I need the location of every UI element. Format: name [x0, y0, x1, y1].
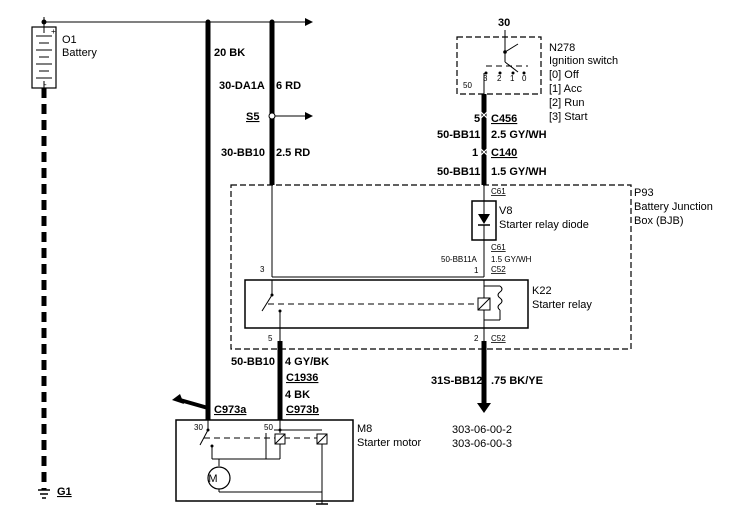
- battery-plus-label: +: [51, 27, 56, 36]
- relay-coil-icon: [477, 280, 503, 328]
- c973a-branch: [179, 398, 209, 410]
- starter-motor-color: 4 BK: [285, 389, 310, 401]
- c140-label: C140: [491, 147, 517, 159]
- ign-color-1: 2.5 GY/WH: [491, 129, 547, 141]
- ign-pin-0: 0: [522, 74, 527, 83]
- c456-pin: 5: [474, 113, 480, 125]
- c61-bottom-label: C61: [491, 243, 506, 252]
- battery-symbol: [31, 26, 57, 89]
- c61-top-label: C61: [491, 187, 506, 196]
- starter-pin-30: 30: [194, 423, 203, 432]
- ref-1: 303-06-00-2: [452, 424, 512, 436]
- starter-internal-symbol: [199, 420, 328, 505]
- c456-label: C456: [491, 113, 517, 125]
- relay-pin-2: 2: [474, 334, 479, 343]
- ign-pin-2: 2: [497, 74, 502, 83]
- battery-minus-label: -: [44, 80, 47, 89]
- ground-id: G1: [57, 486, 72, 498]
- ground-icon: [38, 489, 50, 499]
- motor-symbol: M: [208, 473, 217, 485]
- bjb-name-1: Battery Junction: [634, 201, 713, 213]
- ref-2: 303-06-00-3: [452, 438, 512, 450]
- splice-arrow-icon: [305, 112, 313, 120]
- relay-contact-symbol: [261, 280, 478, 328]
- starter-id: M8: [357, 423, 372, 435]
- diode-out-color: 1.5 GY/WH: [491, 255, 532, 264]
- ign-pos-1: [1] Acc: [549, 83, 583, 95]
- bjb-box: [230, 184, 632, 350]
- battery-id: O1: [62, 34, 77, 46]
- ign-pos-0: [0] Off: [549, 69, 580, 81]
- ign-pin-50: 50: [463, 81, 472, 90]
- feed-a-color: 6 RD: [276, 80, 301, 92]
- ign-color-2: 1.5 GY/WH: [491, 166, 547, 178]
- feed-b-circuit: 30-BB10: [221, 147, 265, 159]
- starter-circuit: 50-BB10: [231, 356, 275, 368]
- ignition-switch-box: [456, 36, 542, 95]
- diode-name: Starter relay diode: [499, 219, 589, 231]
- top-bus-arrow-icon: [305, 18, 313, 26]
- relay-name: Starter relay: [532, 299, 592, 311]
- connector-c140-icon: [479, 147, 489, 157]
- ign-id: N278: [549, 42, 575, 54]
- c140-pin: 1: [472, 147, 478, 159]
- main-feed-label: 20 BK: [214, 47, 245, 59]
- diode-out-circuit: 50-BB11A: [441, 255, 478, 264]
- relay-id: K22: [532, 285, 552, 297]
- bottom-color: .75 BK/YE: [491, 375, 543, 387]
- starter-motor-box: [175, 419, 354, 502]
- ign-pin-1: 1: [510, 74, 515, 83]
- ign-pin-3: 3: [483, 74, 488, 83]
- c973b-label: C973b: [286, 404, 319, 416]
- relay-pin-1: 1: [474, 266, 479, 275]
- feed-b-color: 2.5 RD: [276, 147, 310, 159]
- relay-pin-3: 3: [260, 265, 265, 274]
- ignition-switch-symbol: [483, 37, 528, 94]
- c52-bottom-label: C52: [491, 334, 506, 343]
- c973a-label: C973a: [214, 404, 247, 416]
- connector-c456-icon: [479, 110, 489, 120]
- diode-id: V8: [499, 205, 512, 217]
- c1936-label: C1936: [286, 372, 318, 384]
- ign-circuit-2: 50-BB11: [437, 166, 480, 178]
- splice-dot: [268, 112, 276, 120]
- starter-color: 4 GY/BK: [285, 356, 329, 368]
- bjb-name-2: Box (BJB): [634, 215, 684, 227]
- bottom-circuit: 31S-BB12: [431, 375, 482, 387]
- c973a-arrow-icon: [172, 394, 184, 404]
- ign-circuit-1: 50-BB11: [437, 129, 480, 141]
- ground-signal-arrow-icon: [477, 403, 491, 413]
- diode-icon: [478, 214, 490, 224]
- relay-pin-5: 5: [268, 334, 273, 343]
- feed-a-circuit: 30-DA1A: [219, 80, 265, 92]
- ign-name: Ignition switch: [549, 55, 618, 67]
- splice-label: S5: [246, 111, 259, 123]
- ign-top-pin: 30: [498, 17, 510, 29]
- ign-pos-2: [2] Run: [549, 97, 584, 109]
- battery-name: Battery: [62, 47, 97, 59]
- ign-pos-3: [3] Start: [549, 111, 588, 123]
- starter-pin-50: 50: [264, 423, 273, 432]
- c52-top-label: C52: [491, 265, 506, 274]
- bjb-id: P93: [634, 187, 654, 199]
- starter-name: Starter motor: [357, 437, 422, 449]
